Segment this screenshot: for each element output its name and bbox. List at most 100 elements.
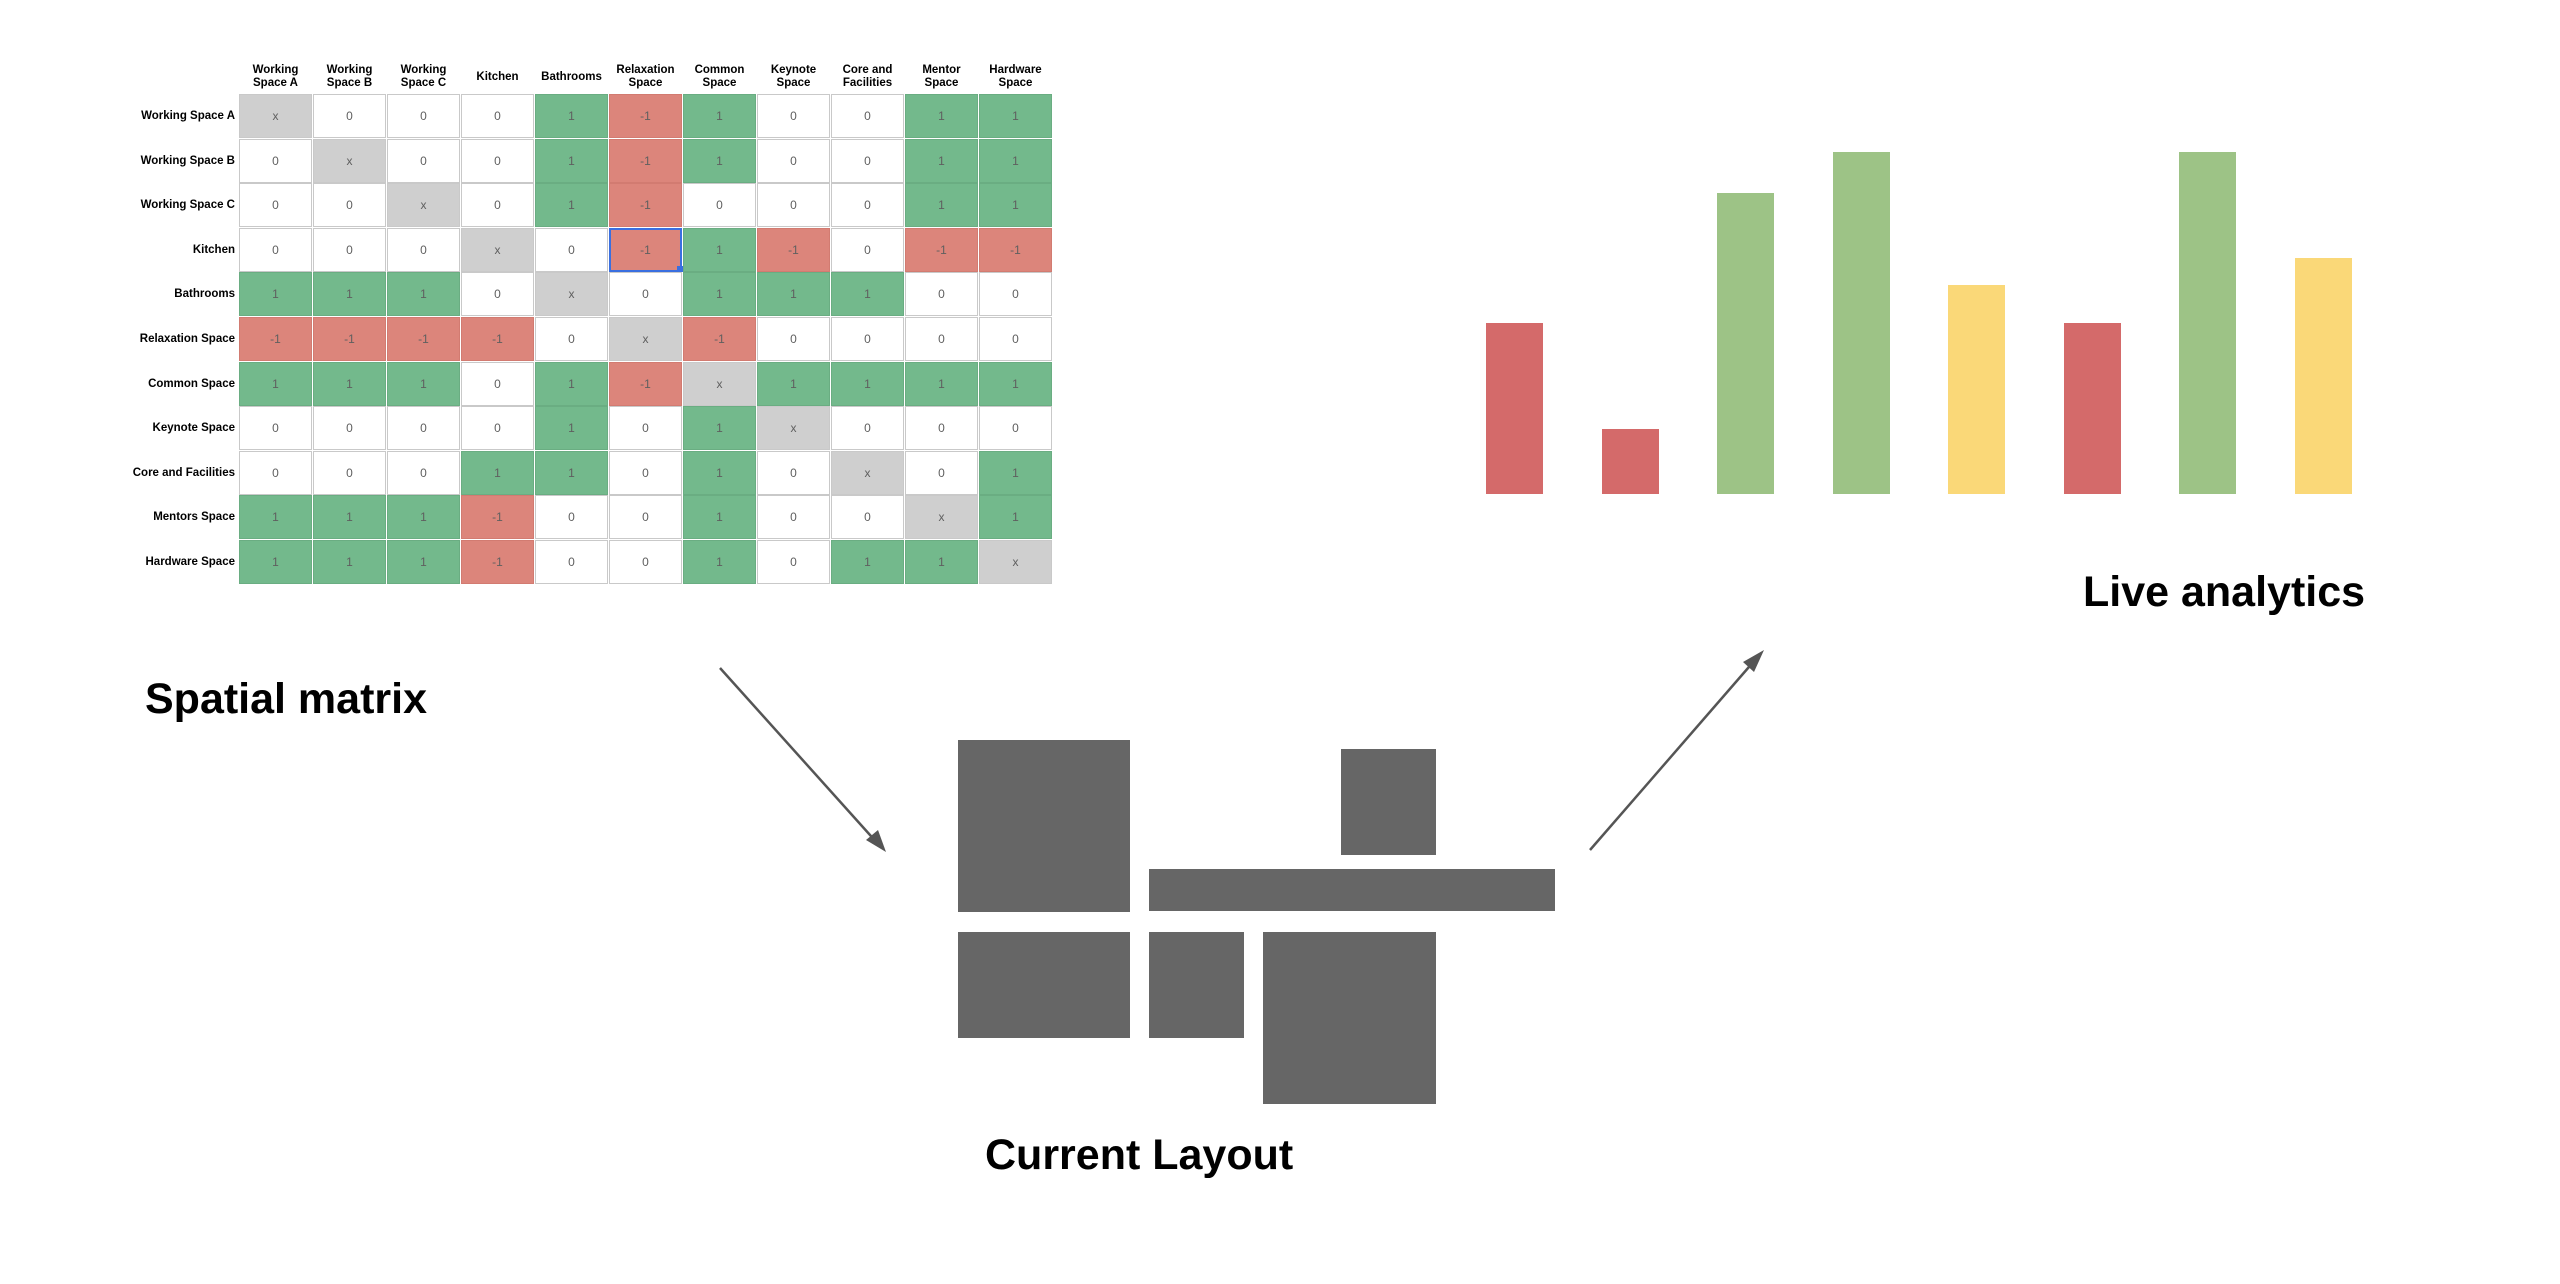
matrix-cell[interactable]: 1 xyxy=(683,272,756,317)
matrix-cell[interactable]: x xyxy=(387,183,460,228)
matrix-cell[interactable]: 1 xyxy=(535,94,608,138)
matrix-cell[interactable]: 0 xyxy=(387,227,460,272)
matrix-cell[interactable]: 0 xyxy=(905,406,978,451)
matrix-cell[interactable]: 0 xyxy=(757,495,830,540)
matrix-cell[interactable]: 1 xyxy=(239,495,312,540)
matrix-cell[interactable]: 0 xyxy=(905,450,978,495)
matrix-cell[interactable]: 1 xyxy=(831,540,904,584)
matrix-cell[interactable]: 1 xyxy=(905,94,978,138)
matrix-cell[interactable]: 0 xyxy=(313,450,386,495)
matrix-cell[interactable]: 0 xyxy=(535,540,608,584)
matrix-cell[interactable]: -1 xyxy=(757,227,830,272)
matrix-cell[interactable]: 1 xyxy=(683,450,756,495)
matrix-cell[interactable]: x xyxy=(461,227,534,272)
matrix-cell[interactable]: 0 xyxy=(387,94,460,138)
matrix-cell[interactable]: 1 xyxy=(979,138,1052,183)
matrix-cell[interactable]: 1 xyxy=(535,406,608,451)
matrix-cell[interactable]: 1 xyxy=(905,138,978,183)
matrix-cell[interactable]: 0 xyxy=(609,540,682,584)
matrix-cell[interactable]: 1 xyxy=(683,138,756,183)
matrix-cell[interactable]: 0 xyxy=(535,227,608,272)
matrix-cell[interactable]: x xyxy=(757,406,830,451)
matrix-cell[interactable]: 1 xyxy=(979,361,1052,406)
matrix-cell[interactable]: -1 xyxy=(461,540,534,584)
matrix-cell[interactable]: 0 xyxy=(239,183,312,228)
matrix-cell[interactable]: 1 xyxy=(239,272,312,317)
matrix-cell[interactable]: -1 xyxy=(609,183,682,228)
matrix-cell[interactable]: 1 xyxy=(313,540,386,584)
matrix-cell[interactable]: 0 xyxy=(905,317,978,361)
matrix-cell[interactable]: 0 xyxy=(313,94,386,138)
matrix-cell[interactable]: 0 xyxy=(387,450,460,495)
matrix-cell[interactable]: 0 xyxy=(831,495,904,540)
matrix-cell[interactable]: -1 xyxy=(387,317,460,361)
matrix-cell[interactable]: 0 xyxy=(831,183,904,228)
matrix-cell[interactable]: 0 xyxy=(313,406,386,451)
matrix-cell[interactable]: x xyxy=(905,495,978,540)
matrix-cell[interactable]: x xyxy=(683,361,756,406)
matrix-cell[interactable]: 0 xyxy=(461,272,534,317)
matrix-cell[interactable]: 1 xyxy=(905,361,978,406)
matrix-cell[interactable]: x xyxy=(535,272,608,317)
matrix-cell[interactable]: -1 xyxy=(461,317,534,361)
matrix-cell[interactable]: -1 xyxy=(905,227,978,272)
matrix-cell[interactable]: 0 xyxy=(461,406,534,451)
matrix-cell[interactable]: 1 xyxy=(683,406,756,451)
matrix-cell[interactable]: x xyxy=(609,317,682,361)
matrix-cell[interactable]: 0 xyxy=(387,406,460,451)
matrix-cell[interactable]: 1 xyxy=(683,495,756,540)
matrix-cell[interactable]: 0 xyxy=(461,361,534,406)
matrix-cell[interactable]: 0 xyxy=(239,450,312,495)
matrix-cell[interactable]: x xyxy=(313,138,386,183)
matrix-cell[interactable]: 0 xyxy=(979,272,1052,317)
matrix-cell[interactable]: -1 xyxy=(979,227,1052,272)
matrix-cell[interactable]: 0 xyxy=(239,138,312,183)
matrix-cell[interactable]: 1 xyxy=(313,361,386,406)
matrix-cell[interactable]: 1 xyxy=(313,272,386,317)
matrix-cell[interactable]: 0 xyxy=(979,406,1052,451)
matrix-cell[interactable]: 1 xyxy=(387,540,460,584)
matrix-cell[interactable]: 0 xyxy=(387,138,460,183)
matrix-cell[interactable]: 1 xyxy=(461,450,534,495)
matrix-cell[interactable]: 0 xyxy=(831,94,904,138)
matrix-cell[interactable]: 0 xyxy=(757,138,830,183)
matrix-cell[interactable]: 0 xyxy=(757,540,830,584)
matrix-cell[interactable]: 0 xyxy=(239,406,312,451)
matrix-cell[interactable]: 0 xyxy=(831,227,904,272)
matrix-cell[interactable]: 1 xyxy=(387,272,460,317)
matrix-cell[interactable]: 0 xyxy=(239,227,312,272)
matrix-cell[interactable]: x xyxy=(979,540,1052,584)
matrix-cell[interactable]: 0 xyxy=(831,138,904,183)
matrix-cell[interactable]: 1 xyxy=(757,361,830,406)
matrix-cell[interactable]: -1 xyxy=(609,227,682,272)
matrix-cell[interactable]: 0 xyxy=(609,272,682,317)
matrix-cell[interactable]: 0 xyxy=(535,317,608,361)
matrix-cell[interactable]: -1 xyxy=(683,317,756,361)
matrix-cell[interactable]: 0 xyxy=(757,450,830,495)
matrix-cell[interactable]: 1 xyxy=(535,361,608,406)
matrix-cell[interactable]: 0 xyxy=(757,317,830,361)
matrix-cell[interactable]: 1 xyxy=(239,540,312,584)
matrix-cell[interactable]: 0 xyxy=(757,183,830,228)
matrix-cell[interactable]: 0 xyxy=(683,183,756,228)
matrix-cell[interactable]: -1 xyxy=(313,317,386,361)
matrix-cell[interactable]: -1 xyxy=(609,138,682,183)
matrix-cell[interactable]: 0 xyxy=(461,183,534,228)
matrix-cell[interactable]: -1 xyxy=(461,495,534,540)
matrix-cell[interactable]: x xyxy=(239,94,312,138)
matrix-cell[interactable]: 1 xyxy=(979,183,1052,228)
matrix-cell[interactable]: 1 xyxy=(831,272,904,317)
selection-handle[interactable] xyxy=(677,266,683,272)
matrix-cell[interactable]: 1 xyxy=(979,450,1052,495)
matrix-cell[interactable]: 0 xyxy=(609,450,682,495)
matrix-cell[interactable]: 1 xyxy=(535,183,608,228)
matrix-cell[interactable]: 1 xyxy=(535,450,608,495)
matrix-cell[interactable]: 0 xyxy=(535,495,608,540)
matrix-cell[interactable]: 0 xyxy=(831,317,904,361)
matrix-cell[interactable]: 0 xyxy=(979,317,1052,361)
matrix-cell[interactable]: x xyxy=(831,450,904,495)
matrix-cell[interactable]: 1 xyxy=(831,361,904,406)
matrix-cell[interactable]: -1 xyxy=(239,317,312,361)
matrix-cell[interactable]: 0 xyxy=(313,227,386,272)
matrix-cell[interactable]: -1 xyxy=(609,94,682,138)
